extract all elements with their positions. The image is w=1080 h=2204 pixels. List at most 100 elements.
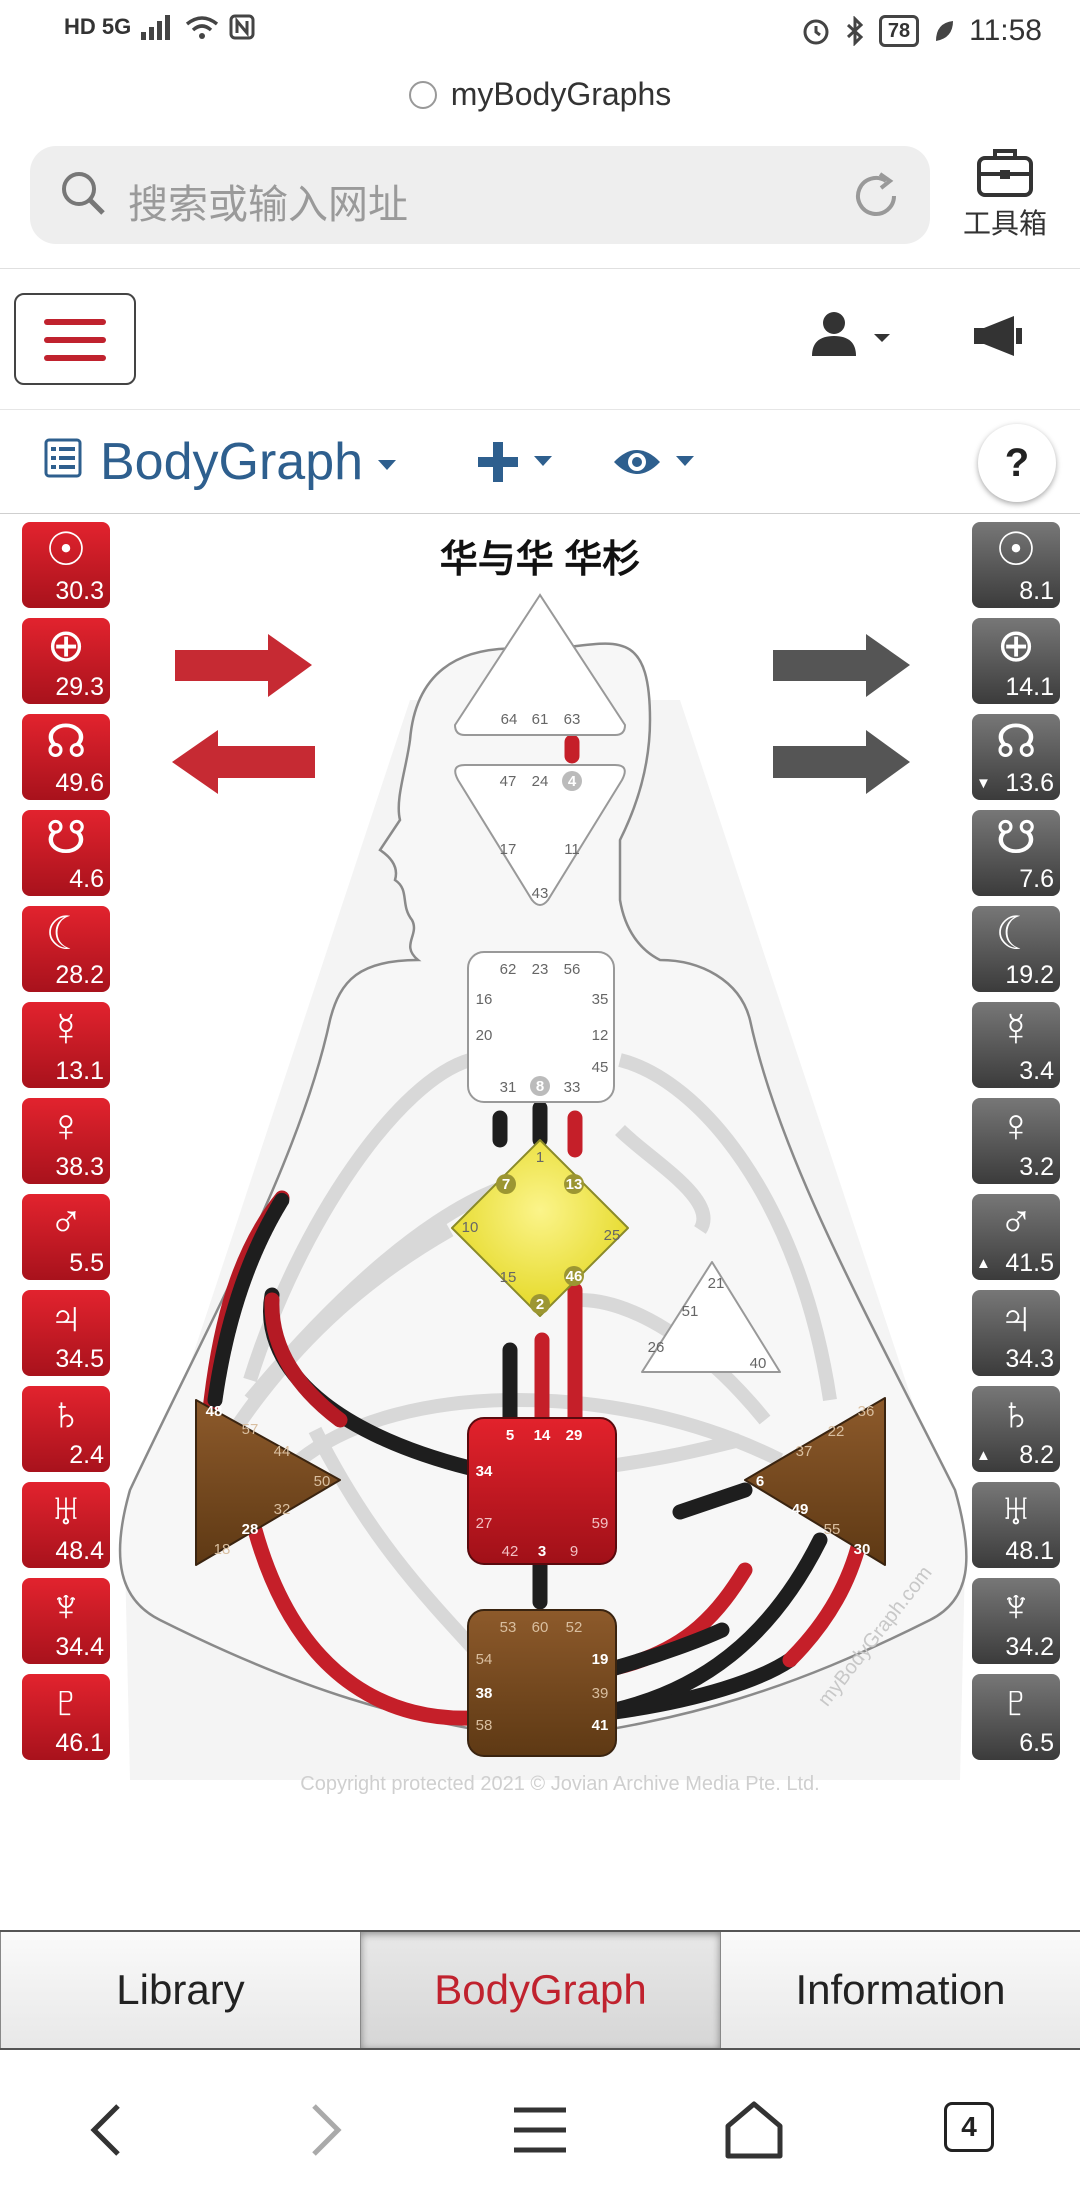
personality-planet-button[interactable]: ♇6.5 xyxy=(972,1674,1060,1760)
help-button[interactable]: ? xyxy=(978,424,1056,502)
head-center xyxy=(453,593,627,736)
planet-gate-value: 48.1 xyxy=(1005,1537,1054,1565)
tab-library[interactable]: Library xyxy=(0,1932,360,2048)
design-planets-column: ☉30.3 ⊕29.3 ☊49.6 ☋4.6 ☾28.2 ☿13.1 ♀38.3 ♂5.5 ♃3… xyxy=(22,522,110,1770)
home-icon[interactable] xyxy=(724,2100,784,2160)
personality-planet-button[interactable]: ♀3.2 xyxy=(972,1098,1060,1184)
planet-gate-value: 29.3 xyxy=(55,673,104,701)
announcement-icon[interactable] xyxy=(970,314,1026,358)
gate-label: 42 xyxy=(502,1543,519,1560)
back-icon[interactable] xyxy=(86,2100,126,2160)
planet-symbol-icon: ☊ xyxy=(995,715,1037,767)
gate-label: 64 xyxy=(501,711,518,728)
alarm-icon xyxy=(803,19,829,45)
design-planet-button[interactable]: ☊49.6 xyxy=(22,714,110,800)
forward-icon[interactable] xyxy=(306,2100,346,2160)
personality-planet-button[interactable]: ☾19.2 xyxy=(972,906,1060,992)
reload-icon[interactable] xyxy=(850,170,902,222)
personality-planet-button[interactable]: ♂41.5▲ xyxy=(972,1194,1060,1280)
personality-planet-button[interactable]: ☊13.6▼ xyxy=(972,714,1060,800)
design-planet-button[interactable]: ♅48.4 xyxy=(22,1482,110,1568)
design-planet-button[interactable]: ♆34.4 xyxy=(22,1578,110,1664)
design-planet-button[interactable]: ♀38.3 xyxy=(22,1098,110,1184)
gate-label-active: 13 xyxy=(566,1176,583,1193)
exaltation-marker: ▼ xyxy=(976,775,991,792)
ego-center xyxy=(641,1261,781,1373)
personality-planet-button[interactable]: ☿3.4 xyxy=(972,1002,1060,1088)
gate-label: 61 xyxy=(532,711,549,728)
gate-label: 16 xyxy=(476,991,493,1008)
planet-gate-value: 28.2 xyxy=(55,961,104,989)
gate-label-active: 4 xyxy=(568,773,577,790)
menu-icon xyxy=(44,319,106,325)
personality-planet-button[interactable]: ☉8.1 xyxy=(972,522,1060,608)
gate-label-active: 5 xyxy=(506,1427,514,1444)
design-arrow-left xyxy=(172,730,315,794)
gate-label: 24 xyxy=(532,773,549,790)
gate-label: 62 xyxy=(500,961,517,978)
gate-label: 44 xyxy=(274,1443,291,1460)
gate-label: 25 xyxy=(604,1227,621,1244)
gate-label-active: 49 xyxy=(792,1501,809,1518)
tabs-switcher[interactable]: 4 xyxy=(944,2102,994,2152)
globe-icon xyxy=(408,81,437,109)
menu-button[interactable] xyxy=(14,293,136,385)
search-input[interactable]: 搜索或输入网址 xyxy=(128,183,408,227)
design-planet-button[interactable]: ☿13.1 xyxy=(22,1002,110,1088)
gate-label-active: 28 xyxy=(242,1521,259,1538)
bodygraph-chart: 64 61 63 47 24 4 17 11 43 62 23 56 16 35… xyxy=(118,593,968,1795)
design-planet-button[interactable]: ☾28.2 xyxy=(22,906,110,992)
gate-label: 39 xyxy=(592,1685,609,1702)
gate-label: 47 xyxy=(500,773,517,790)
design-planet-button[interactable]: ♇46.1 xyxy=(22,1674,110,1760)
design-planet-button[interactable]: ♂5.5 xyxy=(22,1194,110,1280)
planet-gate-value: 8.2 xyxy=(1019,1441,1054,1469)
gate-label-active: 6 xyxy=(756,1473,764,1490)
gate-label-active: 8 xyxy=(536,1078,544,1095)
planet-gate-value: 41.5 xyxy=(1005,1249,1054,1277)
gate-label: 15 xyxy=(500,1269,517,1286)
design-planet-button[interactable]: ♃34.5 xyxy=(22,1290,110,1376)
menu-lines-icon[interactable] xyxy=(512,2100,568,2160)
gate-label-active: 19 xyxy=(592,1651,609,1668)
design-planet-button[interactable]: ☋4.6 xyxy=(22,810,110,896)
personality-planet-button[interactable]: ☋7.6 xyxy=(972,810,1060,896)
planet-symbol-icon: ☾ xyxy=(995,907,1037,959)
design-arrow-right xyxy=(175,634,312,697)
gate-label: 40 xyxy=(750,1355,767,1372)
user-menu-icon[interactable] xyxy=(808,310,898,360)
tab-bodygraph[interactable]: BodyGraph xyxy=(360,1932,720,2048)
personality-planets-column: ☉8.1 ⊕14.1 ☊13.6▼ ☋7.6 ☾19.2 ☿3.4 ♀3.2 ♂41.5▲ ♃3… xyxy=(972,522,1060,1770)
personality-planet-button[interactable]: ♆34.2 xyxy=(972,1578,1060,1664)
personality-planet-button[interactable]: ♄8.2▲ xyxy=(972,1386,1060,1472)
site-title-bar: myBodyGraphs xyxy=(0,76,1080,113)
app-header xyxy=(0,268,1080,410)
design-planet-button[interactable]: ⊕29.3 xyxy=(22,618,110,704)
planet-gate-value: 19.2 xyxy=(1005,961,1054,989)
search-icon xyxy=(62,172,105,215)
add-menu[interactable] xyxy=(476,440,553,489)
tab-count: 4 xyxy=(944,2102,994,2152)
gate-label: 55 xyxy=(824,1521,841,1538)
planet-symbol-icon: ☋ xyxy=(995,811,1037,863)
view-menu[interactable] xyxy=(612,444,695,485)
bluetooth-icon xyxy=(846,16,864,46)
personality-planet-button[interactable]: ⊕14.1 xyxy=(972,618,1060,704)
gate-label: 22 xyxy=(828,1423,845,1440)
planet-symbol-icon: ♇ xyxy=(48,1675,84,1727)
planet-gate-value: 4.6 xyxy=(69,865,104,893)
design-planet-button[interactable]: ☉30.3 xyxy=(22,522,110,608)
gate-label: 43 xyxy=(532,885,549,902)
toolbox-button[interactable]: 工具箱 xyxy=(955,146,1055,242)
design-planet-button[interactable]: ♄2.4 xyxy=(22,1386,110,1472)
gate-label: 53 xyxy=(500,1619,517,1636)
planet-gate-value: 3.2 xyxy=(1019,1153,1054,1181)
address-bar[interactable]: 搜索或输入网址 xyxy=(30,146,930,244)
site-name: myBodyGraphs xyxy=(450,76,672,112)
bodygraph-menu[interactable]: BodyGraph xyxy=(100,432,396,492)
personality-planet-button[interactable]: ♃34.3 xyxy=(972,1290,1060,1376)
tab-information[interactable]: Information xyxy=(720,1932,1080,2048)
personality-planet-button[interactable]: ♅48.1 xyxy=(972,1482,1060,1568)
planet-gate-value: 8.1 xyxy=(1019,577,1054,605)
gate-label: 51 xyxy=(682,1303,699,1320)
